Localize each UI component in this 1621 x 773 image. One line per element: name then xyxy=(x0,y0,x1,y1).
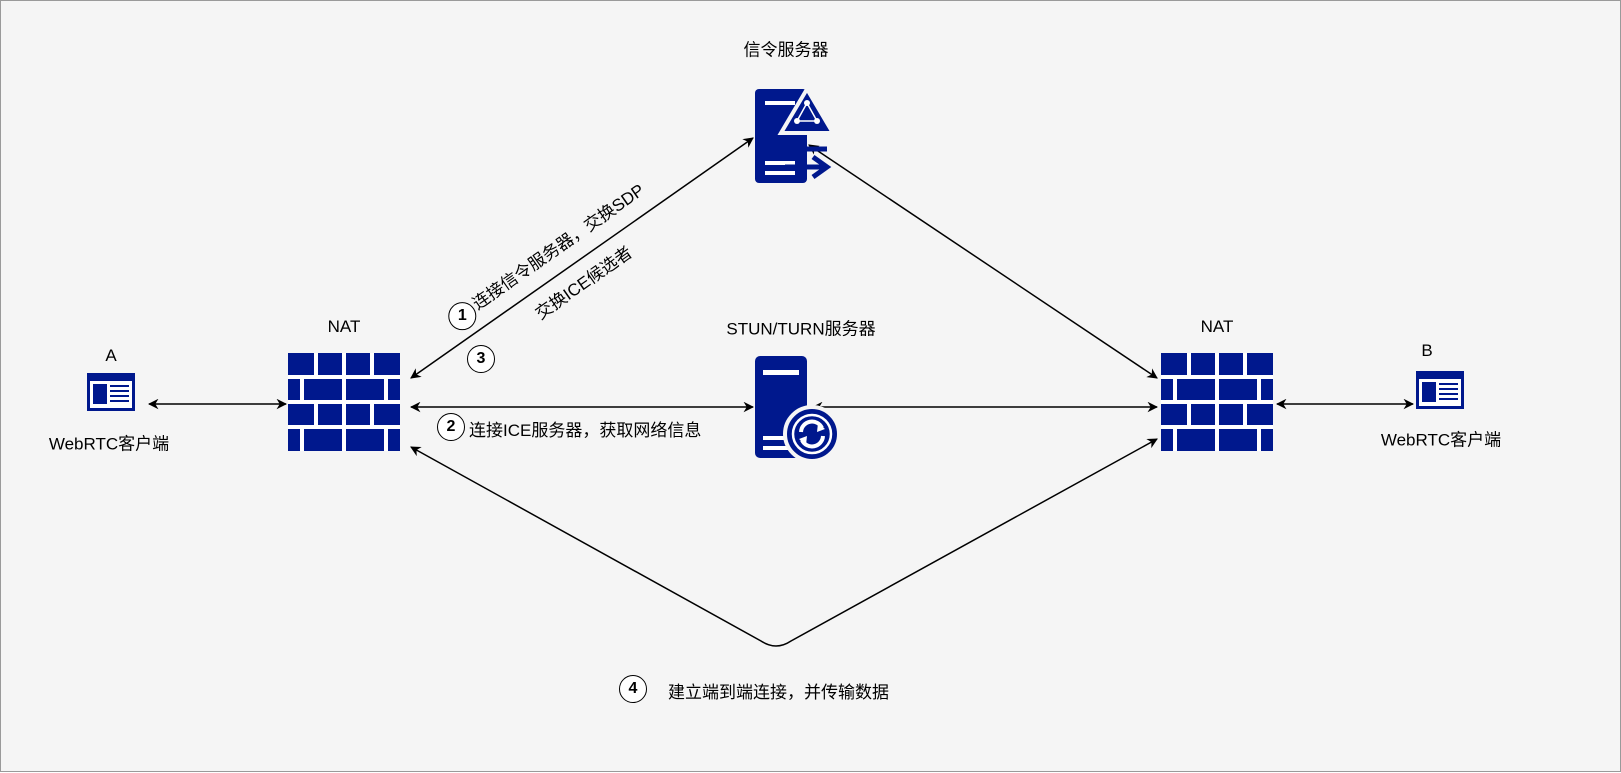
nat-left-firewall-icon xyxy=(286,351,402,453)
step-1-number: 1 xyxy=(448,302,477,331)
client-a-browser-window-icon xyxy=(86,372,136,412)
step-3-number: 3 xyxy=(467,345,495,373)
nat-left-label: NAT xyxy=(327,317,361,336)
step-2-text: 连接ICE服务器，获取网络信息 xyxy=(469,421,702,440)
stun-server-label: STUN/TURN服务器 xyxy=(726,319,876,339)
stun-turn-sync-server-icon xyxy=(755,356,841,463)
step-4-number: 4 xyxy=(619,675,647,703)
client-b-letter: B xyxy=(1421,341,1433,360)
step-4-text: 建立端到端连接，并传输数据 xyxy=(668,683,889,702)
signaling-server-icon xyxy=(755,85,837,183)
step-2-number: 2 xyxy=(437,413,465,441)
nat-right-firewall-icon xyxy=(1159,351,1275,453)
connector-p2p xyxy=(410,438,1158,647)
signal-server-label: 信令服务器 xyxy=(743,40,829,60)
connector-signal-nat xyxy=(808,144,1158,379)
client-b-label: WebRTC客户端 xyxy=(1380,430,1502,450)
client-a-label: WebRTC客户端 xyxy=(48,434,170,454)
connector-nat-signal xyxy=(410,137,754,379)
client-b-browser-window-icon xyxy=(1415,370,1465,410)
client-a-letter: A xyxy=(105,346,117,365)
nat-right-label: NAT xyxy=(1200,317,1234,336)
